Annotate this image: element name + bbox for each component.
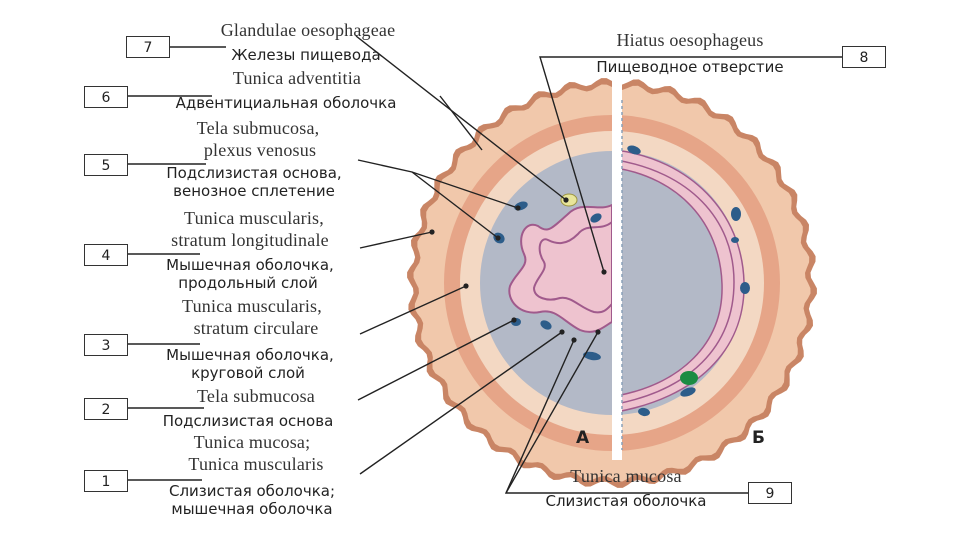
leader-target-dot-4 <box>429 229 435 235</box>
label-8-latin: Hiatus oesophageus <box>616 30 764 50</box>
leader-target-dot-5 <box>463 283 469 289</box>
label-8-number: 8 <box>842 46 886 68</box>
label-5-latin-2: plexus venosus <box>203 140 317 160</box>
label-4-number: 4 <box>84 244 128 266</box>
label-4-russian-2: продольный слой <box>178 274 318 292</box>
label-2-russian: Подслизистая основа <box>162 412 334 430</box>
vein-7 <box>627 145 641 155</box>
label-3-russian-2: круговой слой <box>191 364 305 382</box>
label-9-latin: Tunica mucosa <box>570 466 682 486</box>
leader-8 <box>539 56 842 273</box>
label-9-number: 9 <box>748 482 792 504</box>
leader-3 <box>359 285 467 335</box>
label-7-latin: Glandulae oesophageae <box>220 20 396 40</box>
label-3-latin-2: stratum circulare <box>193 318 319 338</box>
label-7-number: 7 <box>126 36 170 58</box>
section-letter-b: Б <box>752 428 765 448</box>
label-4-russian-1: Мышечная оболочка, <box>166 256 334 274</box>
label-1-latin-1: Tunica mucosa; <box>193 432 311 452</box>
leader-target-dot-9 <box>571 337 577 343</box>
label-1-russian-2: мышечная оболочка <box>171 500 333 518</box>
label-4-latin-2: stratum longitudinale <box>171 230 329 250</box>
vein-10 <box>740 282 750 294</box>
leader-target-dot-2 <box>515 205 521 211</box>
label-9-russian: Слизистая оболочка <box>545 492 707 510</box>
label-1-latin-2: Tunica muscularis <box>188 454 324 474</box>
lumen-line-a <box>532 221 613 314</box>
leader-target-dot-7 <box>559 329 565 335</box>
section-divider-gap <box>612 70 622 460</box>
vein-6 <box>583 351 601 361</box>
leader-7 <box>355 35 567 201</box>
vein-8 <box>731 207 741 221</box>
label-2-latin: Tela submucosa <box>196 386 316 406</box>
label-4-latin-1: Tunica muscularis, <box>184 208 324 228</box>
label-8-russian: Пищеводное отверстие <box>596 58 784 76</box>
leader-1 <box>359 331 563 475</box>
leader-2 <box>357 319 515 401</box>
leader-4 <box>359 231 433 249</box>
gland-a <box>560 193 578 207</box>
label-5-russian-1: Подслизистая основа, <box>166 164 342 182</box>
label-6-number: 6 <box>84 86 128 108</box>
label-5-latin-1: Tela submucosa, <box>196 118 320 138</box>
vein-5 <box>590 213 602 223</box>
label-3-russian-1: Мышечная оболочка, <box>166 346 334 364</box>
leader-target-dot-8 <box>601 269 607 275</box>
leader-5b <box>411 171 499 239</box>
gland-b <box>680 371 698 385</box>
mucosa-folds-a <box>508 203 613 333</box>
label-5-russian-2: венозное сплетение <box>173 182 335 200</box>
vein-11 <box>680 387 696 397</box>
label-1-russian-1: Слизистая оболочка; <box>168 482 336 500</box>
leader-target-dot-10 <box>595 329 601 335</box>
vein-4 <box>540 320 552 330</box>
label-3-latin-1: Tunica muscularis, <box>182 296 322 316</box>
section-letter-a: А <box>576 428 590 448</box>
label-3-number: 3 <box>84 334 128 356</box>
label-7-russian: Железы пищевода <box>231 46 381 64</box>
leader-target-dot-1 <box>563 197 569 203</box>
leader-target-dot-3 <box>495 235 501 241</box>
label-6-latin: Tunica adventitia <box>232 68 362 88</box>
vein-9 <box>731 237 739 243</box>
leader-9b <box>505 331 599 494</box>
label-2-number: 2 <box>84 398 128 420</box>
label-1-number: 1 <box>84 470 128 492</box>
leader-target-dot-6 <box>511 317 517 323</box>
label-6-russian: Адвентициальная оболочка <box>175 94 397 112</box>
label-5-number: 5 <box>84 154 128 176</box>
leader-6 <box>439 95 483 151</box>
lumen-line-b <box>615 159 735 405</box>
vein-12 <box>638 407 650 417</box>
